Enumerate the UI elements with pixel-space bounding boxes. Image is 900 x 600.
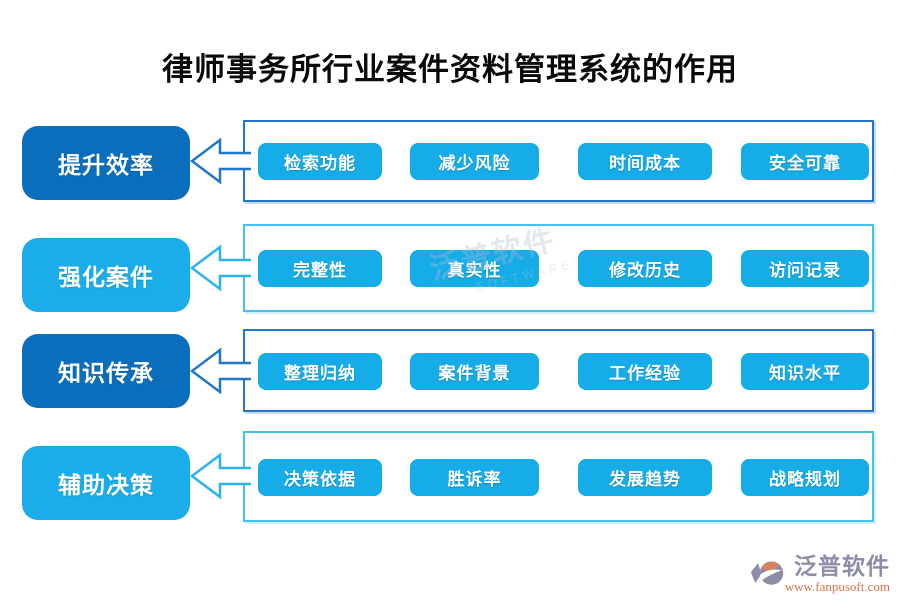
brand-footer: 泛普软件 www.fanpusoft.com bbox=[749, 554, 890, 594]
row-panel: 整理归纳 案件背景 工作经验 知识水平 bbox=[243, 329, 874, 412]
arrow-left-icon bbox=[190, 137, 251, 185]
brand-name: 泛普软件 bbox=[794, 554, 890, 579]
row-label: 提升效率 bbox=[22, 126, 190, 200]
row-label: 辅助决策 bbox=[22, 446, 190, 520]
chip: 减少风险 bbox=[410, 143, 539, 180]
arrow-left-icon bbox=[190, 244, 251, 292]
chip: 访问记录 bbox=[741, 250, 869, 287]
page-title: 律师事务所行业案件资料管理系统的作用 bbox=[162, 52, 738, 87]
chip: 安全可靠 bbox=[741, 143, 869, 180]
arrow-left-icon bbox=[190, 347, 251, 395]
row-panel: 检索功能 减少风险 时间成本 安全可靠 bbox=[243, 120, 874, 202]
chip: 胜诉率 bbox=[410, 458, 539, 496]
row-panel: 完整性 真实性 修改历史 访问记录 bbox=[243, 224, 874, 312]
chip: 发展趋势 bbox=[578, 458, 712, 496]
chip: 战略规划 bbox=[741, 458, 869, 496]
row-panel: 决策依据 胜诉率 发展趋势 战略规划 bbox=[243, 431, 874, 522]
chip: 检索功能 bbox=[258, 143, 382, 180]
arrow-left-icon bbox=[190, 452, 251, 500]
chip: 案件背景 bbox=[410, 352, 539, 390]
row-label: 强化案件 bbox=[22, 238, 190, 312]
chip: 时间成本 bbox=[578, 143, 712, 180]
chip: 工作经验 bbox=[578, 352, 712, 390]
chip: 真实性 bbox=[410, 250, 539, 287]
brand-url: www.fanpusoft.com bbox=[784, 579, 890, 594]
chip: 知识水平 bbox=[741, 352, 869, 390]
chip: 整理归纳 bbox=[258, 352, 382, 390]
chip: 修改历史 bbox=[578, 250, 712, 287]
fanpu-logo-icon bbox=[750, 561, 783, 585]
chip: 决策依据 bbox=[258, 458, 382, 496]
row-label: 知识传承 bbox=[22, 334, 190, 408]
chip: 完整性 bbox=[258, 250, 382, 287]
